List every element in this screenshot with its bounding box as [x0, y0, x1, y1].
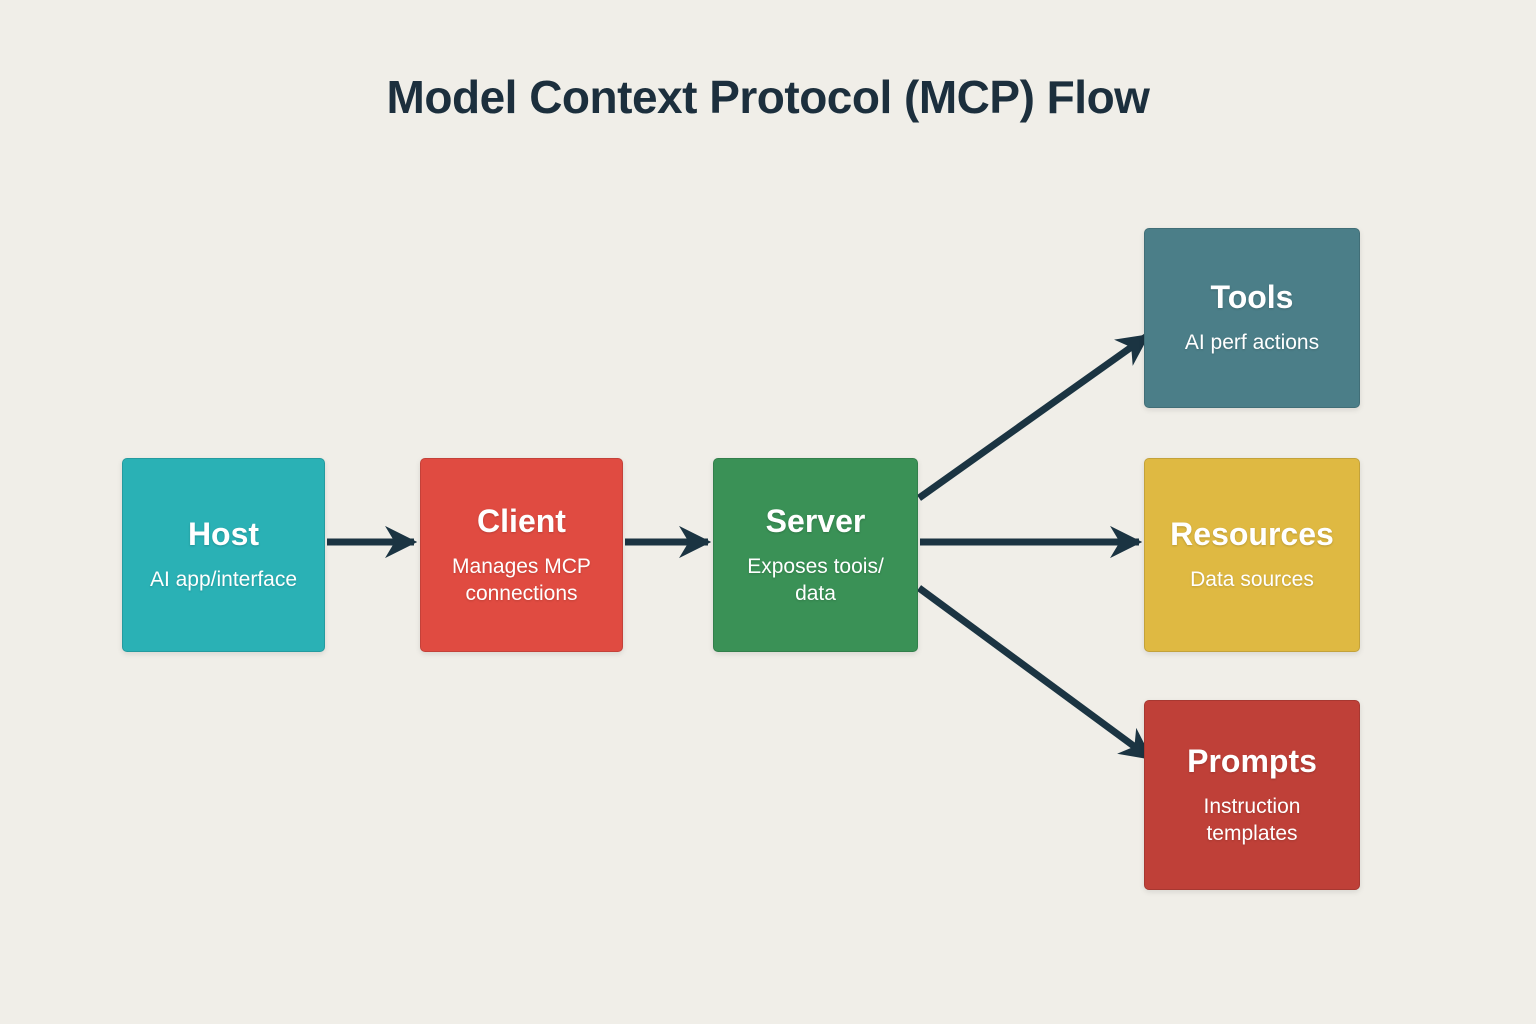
node-client-label: Client — [477, 503, 566, 540]
node-resources: Resources Data sources — [1144, 458, 1360, 652]
node-server-sublabel: Exposes toois/ data — [747, 555, 884, 605]
node-resources-sublabel: Data sources — [1190, 568, 1314, 592]
node-tools: Tools AI perf actions — [1144, 228, 1360, 408]
node-prompts-sublabel: Instruction templates — [1203, 795, 1301, 845]
node-server: Server Exposes toois/ data — [713, 458, 918, 652]
node-prompts-label: Prompts — [1187, 743, 1317, 780]
node-host-label: Host — [187, 516, 260, 553]
node-tools-label: Tools — [1210, 279, 1294, 316]
diagram-title: Model Context Protocol (MCP) Flow — [386, 71, 1150, 123]
node-server-label: Server — [765, 503, 866, 540]
node-tools-sublabel: AI perf actions — [1184, 331, 1320, 355]
node-host: Host AI app/interface — [122, 458, 325, 652]
node-client: Client Manages MCP connections — [420, 458, 623, 652]
node-prompts: Prompts Instruction templates — [1144, 700, 1360, 890]
node-resources-label: Resources — [1170, 516, 1334, 553]
arrow-server-to-prompts — [916, 585, 1153, 761]
node-client-sublabel: Manages MCP connections — [452, 555, 591, 605]
arrow-server-to-tools — [916, 333, 1150, 501]
node-host-sublabel: AI app/interface — [149, 568, 298, 592]
